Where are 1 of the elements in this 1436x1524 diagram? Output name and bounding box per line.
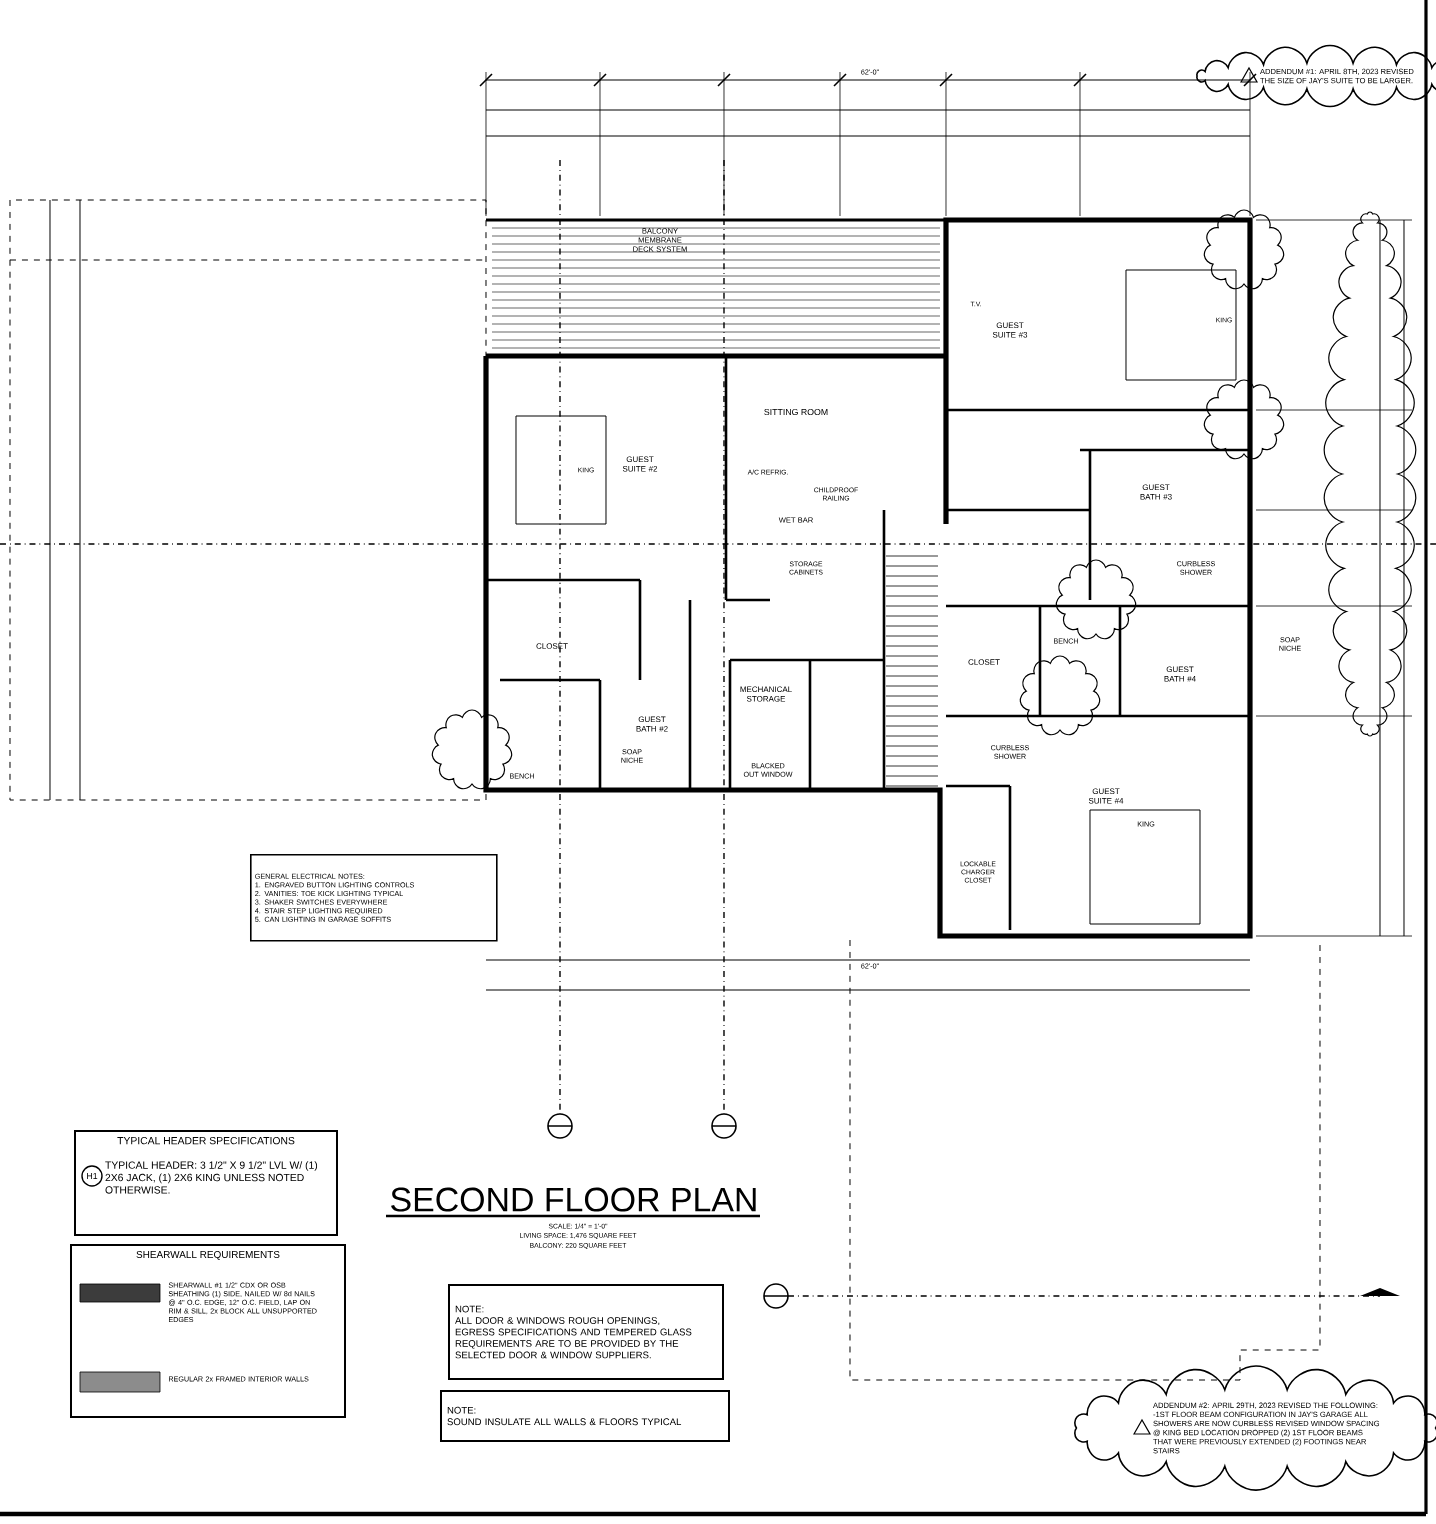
plan-title: SECOND FLOOR PLAN bbox=[391, 1187, 756, 1212]
